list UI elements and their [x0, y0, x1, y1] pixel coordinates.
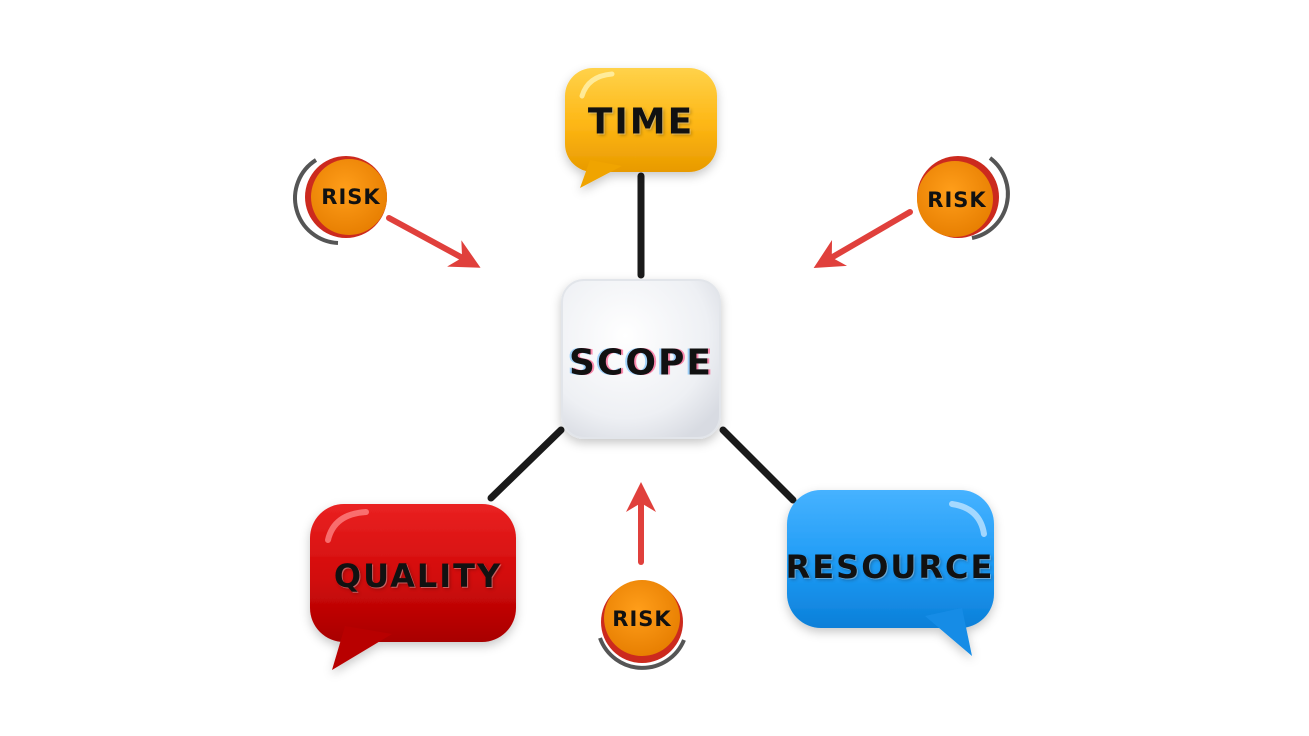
risk-circle-bottom — [598, 580, 686, 670]
risk-label-top-right: RISK — [927, 188, 987, 212]
quality-label: QUALITY — [333, 557, 503, 595]
risk-label-bottom: RISK — [612, 607, 672, 631]
time-bubble — [565, 68, 717, 188]
resource-label: RESOURCE — [785, 548, 995, 586]
connector-quality — [487, 426, 565, 502]
risk-arrow-top-left — [386, 215, 481, 268]
risk-circle-top-left — [293, 156, 387, 245]
risk-circle-top-right — [917, 156, 1010, 240]
scope-label: SCOPE — [569, 342, 713, 384]
scope-box — [561, 279, 721, 439]
resource-bubble — [787, 490, 994, 656]
risk-label-top-left: RISK — [321, 185, 381, 209]
connector-resource — [719, 426, 797, 504]
risk-arrow-top-right — [813, 209, 913, 269]
time-label: TIME — [587, 101, 695, 143]
quality-bubble — [310, 504, 516, 670]
